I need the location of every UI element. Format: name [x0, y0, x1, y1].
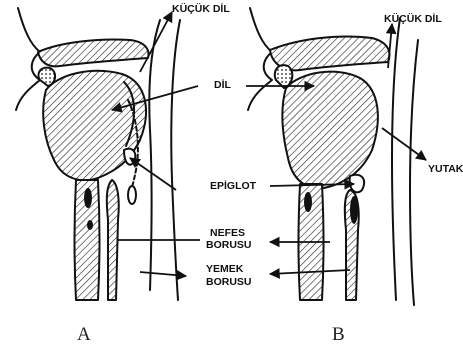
label-nefes: NEFES	[210, 227, 245, 239]
caption-b: B	[332, 324, 345, 345]
arrow-kucuk-dil-a	[140, 12, 172, 72]
face-outline-b	[248, 8, 272, 110]
caption-a: A	[77, 324, 91, 345]
pharynx-wall-a	[107, 180, 119, 300]
label-kucuk-dil-b: KÜÇÜK DİL	[384, 12, 442, 25]
face-outline-a	[16, 8, 40, 110]
label-yemek: YEMEK	[206, 263, 244, 275]
tongue-b	[282, 72, 377, 189]
epiglottis-a	[124, 149, 135, 165]
label-nefes-borusu: BORUSU	[206, 239, 252, 251]
figure-a	[16, 8, 180, 300]
label-kucuk-dil-a: KÜÇÜK DİL	[172, 2, 230, 15]
arrow-epiglot-right	[270, 184, 354, 186]
cartilage-mark-a1	[84, 188, 92, 208]
back-of-throat-b	[392, 18, 400, 300]
label-epiglot: EPİGLOT	[210, 179, 257, 192]
label-dil: DİL	[214, 78, 232, 91]
cartilage-mark-b1	[304, 192, 312, 212]
bolus-b	[350, 196, 358, 224]
neck-line-a	[171, 20, 180, 300]
arrow-epiglot-left	[130, 158, 176, 190]
palate-a	[38, 40, 148, 67]
figure-b	[248, 8, 418, 305]
neck-line-b	[410, 40, 418, 305]
label-yutak: YUTAK	[428, 163, 463, 175]
label-yemek-borusu: BORUSU	[206, 276, 252, 288]
cartilage-mark-a2	[87, 220, 93, 230]
arrow-yemek-left	[140, 272, 186, 276]
back-of-throat-a	[149, 20, 160, 290]
bolus-a	[128, 186, 136, 204]
arrow-kucuk-dil-b	[388, 24, 392, 68]
arrow-yutak	[382, 128, 426, 160]
